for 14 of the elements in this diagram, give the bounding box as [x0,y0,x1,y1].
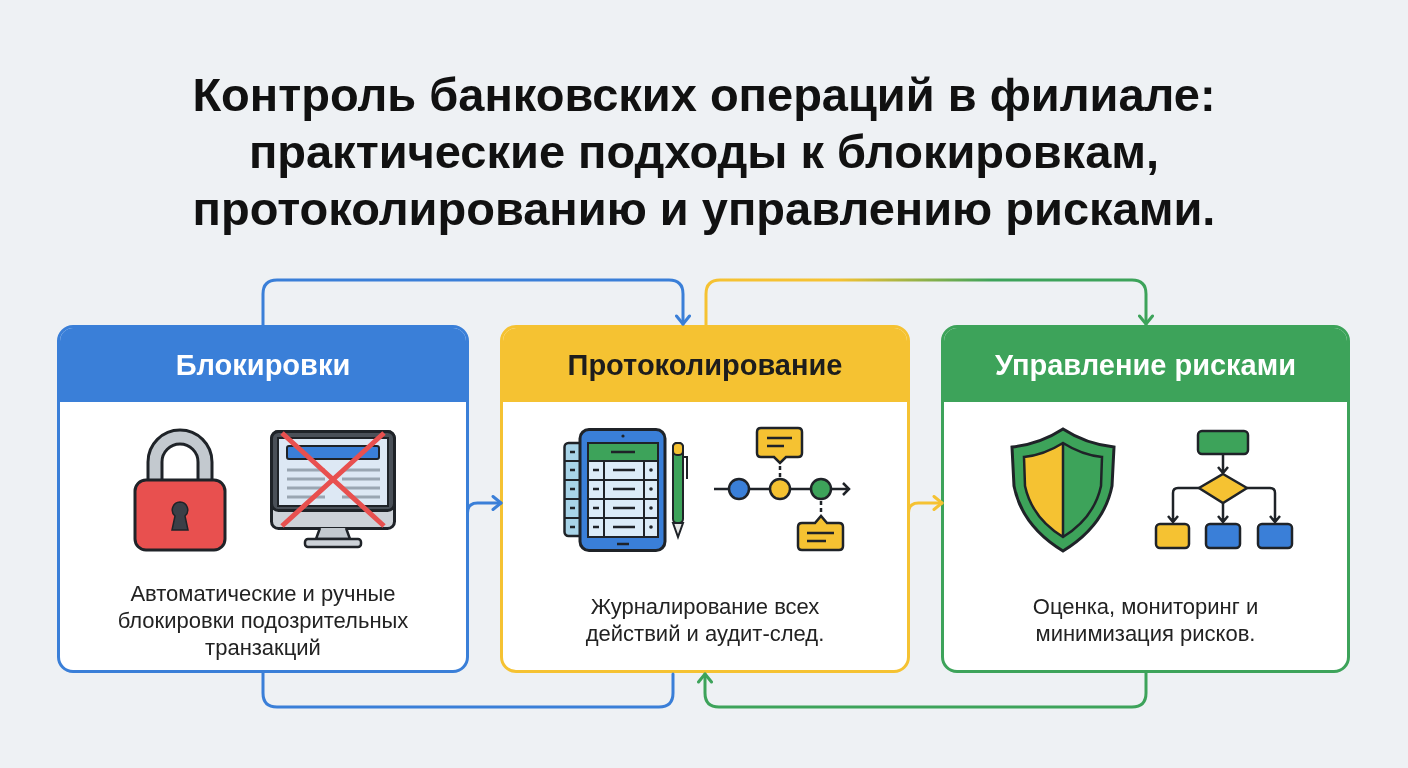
process-card [500,325,910,673]
card-description: Оценка, мониторинг и минимизация рисков. [1031,593,1260,647]
card-description: Автоматические и ручные блокировки подозрительных транзакций [116,579,410,661]
card-description: Журналирование всех действий и аудит-след. [584,593,826,647]
card-header: Блокировки [60,328,466,402]
process-card [941,325,1350,673]
card-header: Протоколирование [503,328,907,402]
connector-line [261,670,675,709]
connector-arrow [704,278,1154,328]
diagram-title: Контроль банковских операций в филиале: практические подходы к блокировкам, протоколированию и управлению рисками. [191,67,1217,237]
connector-arrow [261,278,691,328]
process-card [57,325,469,673]
card-header: Управление рисками [944,328,1347,402]
connector-arrow [697,670,1148,709]
